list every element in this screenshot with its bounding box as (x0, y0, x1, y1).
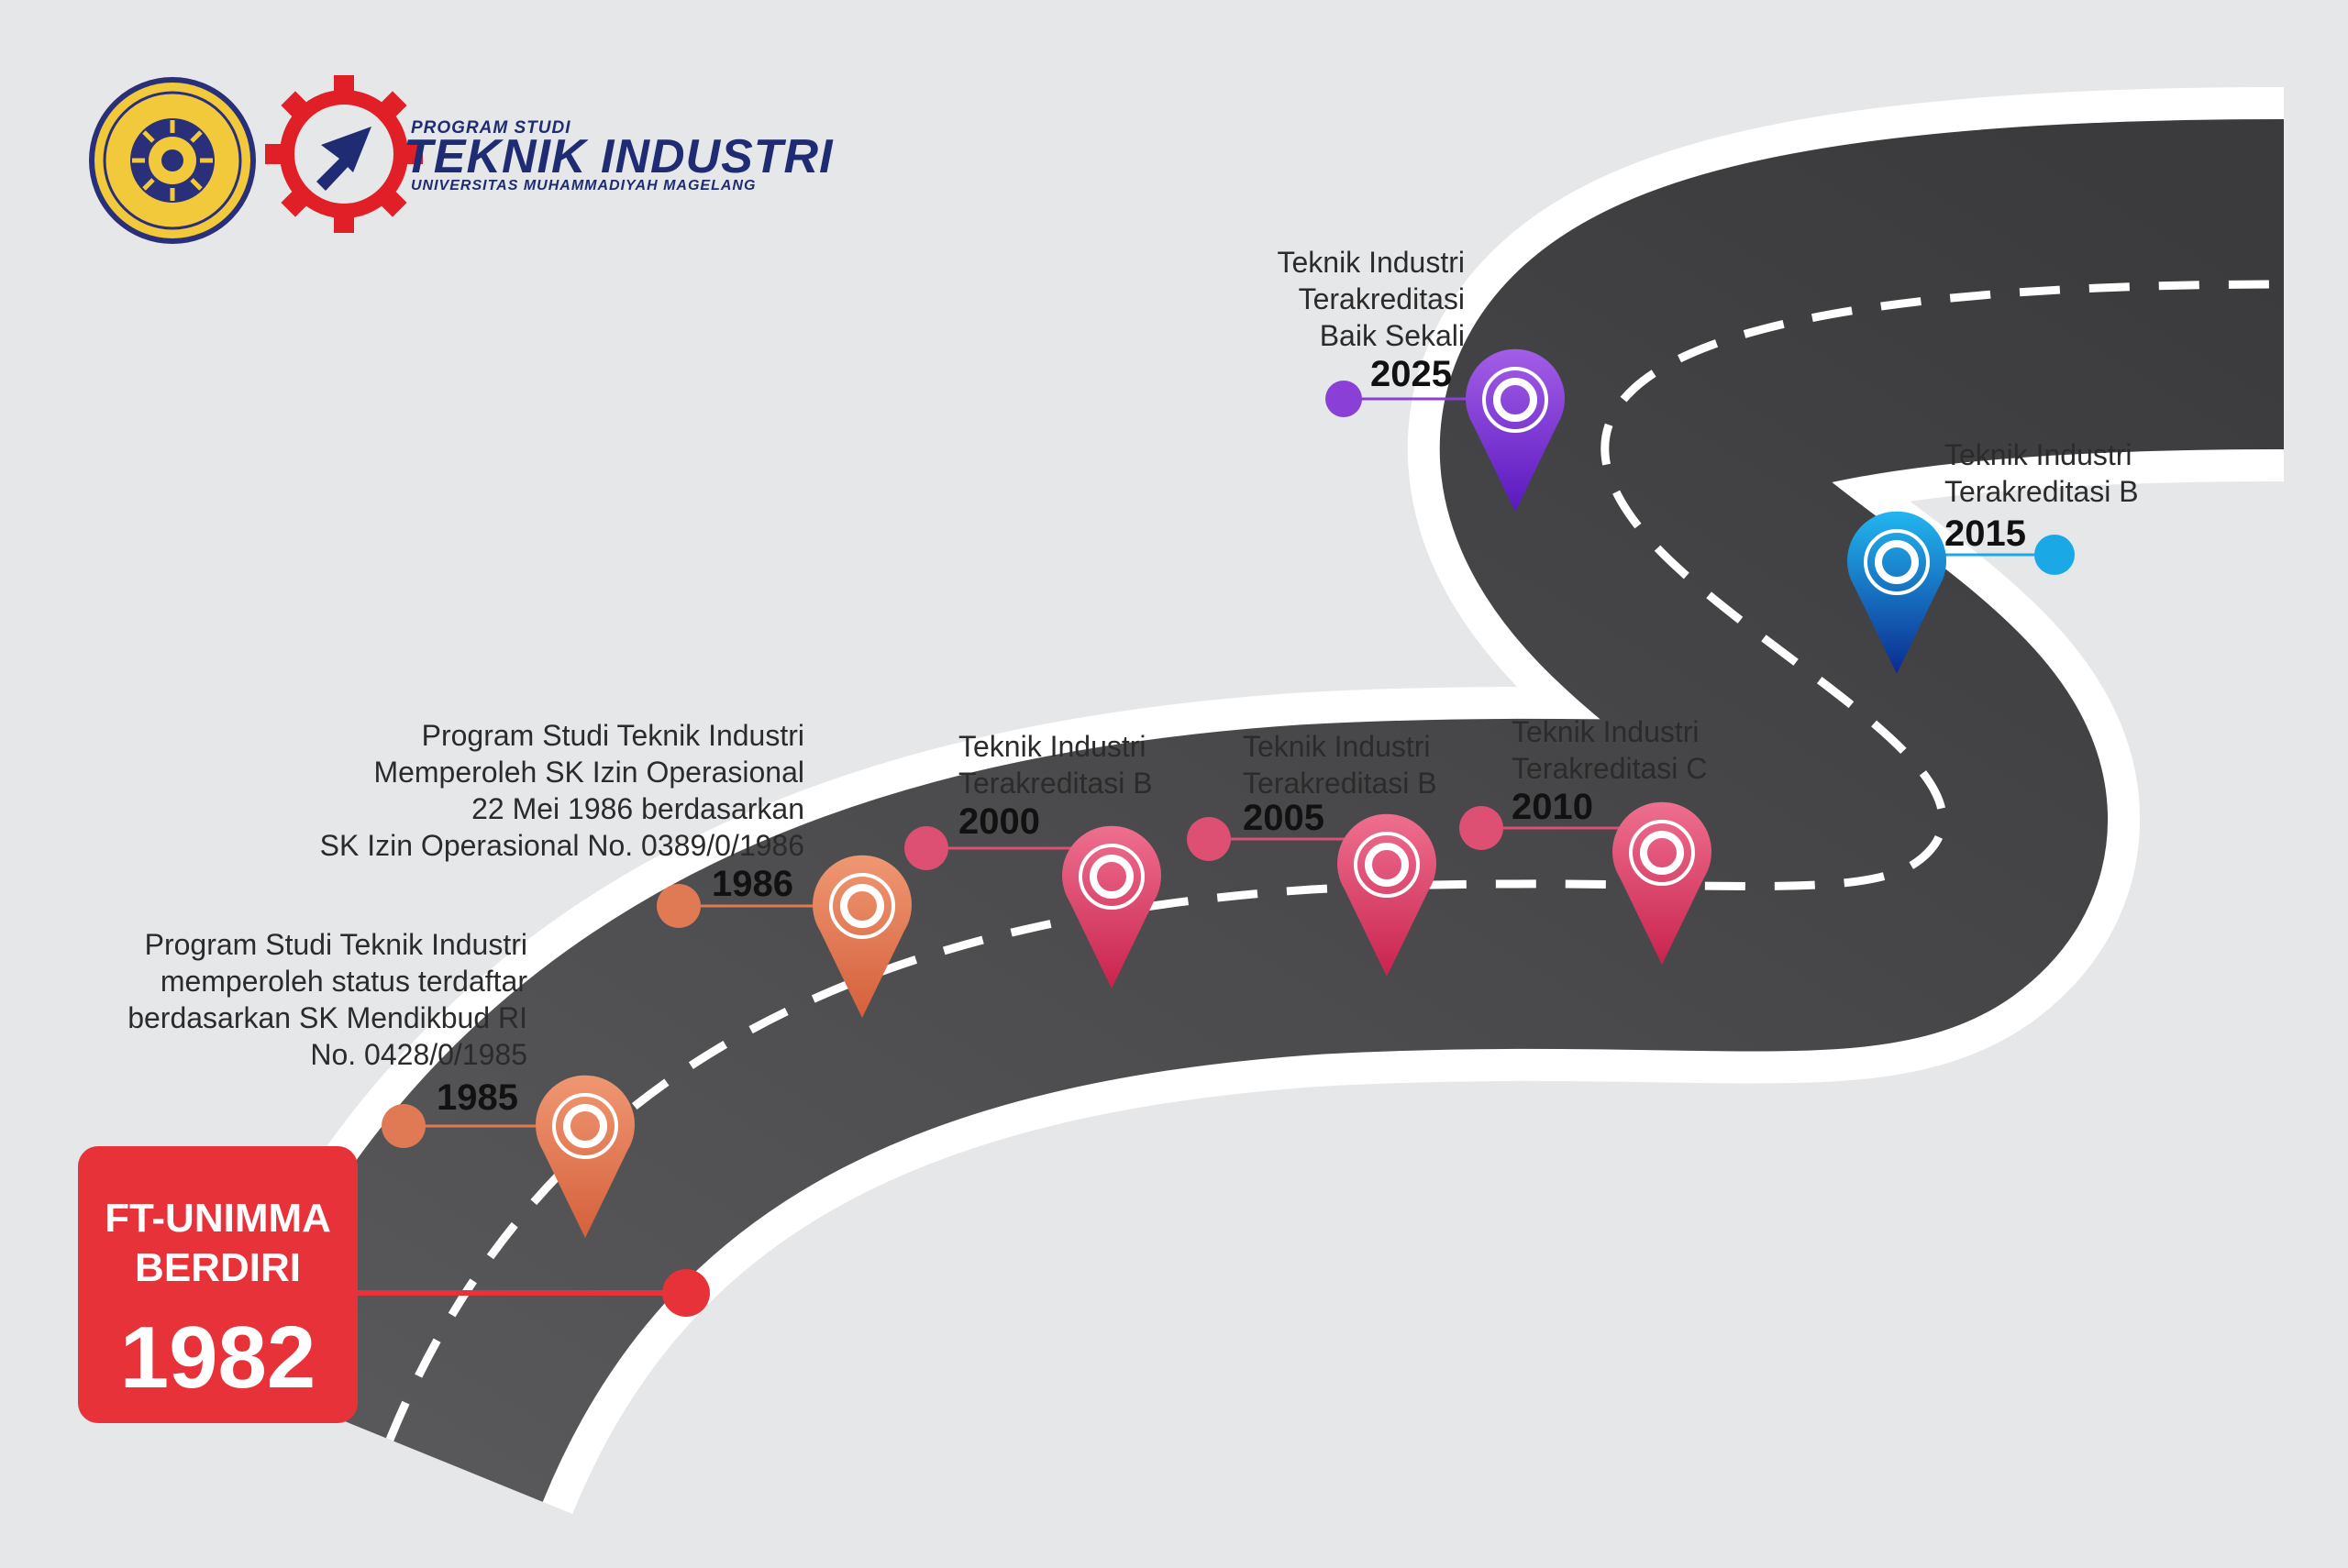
milestone-1985-line: No. 0428/0/1985 (310, 1038, 527, 1071)
milestone-2025-line: Terakreditasi (1298, 282, 1465, 315)
pin-2005-icon (1337, 813, 1436, 977)
milestone-1986-line: Memperoleh SK Izin Operasional (373, 756, 804, 789)
pin-2025-icon (1466, 348, 1565, 512)
university-seal-logo (89, 77, 256, 244)
milestone-2025-year: 2025 (1370, 354, 1452, 394)
milestone-connector-2005 (1187, 817, 1348, 861)
founding-line2: BERDIRI (135, 1245, 301, 1290)
milestone-connector-2010 (1459, 806, 1623, 850)
milestone-2000-line: Terakreditasi B (958, 767, 1153, 800)
milestone-2005-year: 2005 (1243, 798, 1324, 838)
milestone-2005-description: Teknik Industri Terakreditasi B (1243, 728, 1500, 801)
milestone-2005-line: Teknik Industri (1243, 730, 1431, 763)
milestone-2015-line: Terakreditasi B (1944, 475, 2139, 508)
logo-program-title: TEKNIK INDUSTRI (404, 130, 834, 183)
milestone-connector-2025 (1325, 381, 1477, 417)
milestone-2025-description: Teknik Industri Terakreditasi Baik Sekal… (1190, 244, 1465, 354)
founding-road-dot (662, 1269, 710, 1317)
milestone-2005-line: Terakreditasi B (1243, 767, 1437, 800)
milestone-2000-year: 2000 (958, 801, 1040, 842)
milestone-1986-year: 1986 (712, 864, 793, 904)
founding-box: FT-UNIMMA BERDIRI 1982 (78, 1146, 358, 1423)
milestone-connector-1985 (382, 1104, 550, 1148)
milestone-2015-description: Teknik Industri Terakreditasi B (1944, 436, 2201, 510)
milestone-1986-line: Program Studi Teknik Industri (421, 719, 804, 752)
milestone-1986-line: 22 Mei 1986 berdasarkan (471, 792, 804, 825)
pin-2010-icon (1612, 801, 1711, 965)
milestone-2015-line: Teknik Industri (1944, 438, 2132, 471)
milestone-1985-line: Program Studi Teknik Industri (144, 928, 527, 961)
milestone-1985-line: memperoleh status terdaftar (160, 965, 527, 998)
logo-program-small: PROGRAM STUDI (411, 118, 571, 138)
milestone-connector-2000 (904, 826, 1073, 870)
milestone-2000-line: Teknik Industri (958, 730, 1146, 763)
road-center-dashes (385, 280, 2285, 1441)
pin-1986-icon (813, 855, 912, 1018)
milestone-1985-line: berdasarkan SK Mendikbud RI (127, 1001, 527, 1034)
founding-year: 1982 (119, 1309, 316, 1407)
milestone-2010-description: Teknik Industri Terakreditasi C (1512, 713, 1768, 787)
gear-logo-icon (265, 75, 423, 233)
milestone-1986-line: SK Izin Operasional No. 0389/0/1986 (319, 829, 804, 862)
milestone-2025-line: Teknik Industri (1277, 246, 1465, 279)
logo-university-name: UNIVERSITAS MUHAMMADIYAH MAGELANG (411, 178, 757, 193)
founding-line1: FT-UNIMMA (105, 1196, 331, 1241)
pin-2000-icon (1062, 825, 1161, 988)
milestone-1985-year: 1985 (437, 1077, 518, 1118)
milestone-1986-description: Program Studi Teknik Industri Memperoleh… (217, 717, 804, 864)
milestone-connector-1986 (657, 884, 825, 928)
milestone-1985-description: Program Studi Teknik Industri memperoleh… (14, 926, 527, 1073)
milestone-2010-year: 2010 (1512, 787, 1593, 827)
milestone-2000-description: Teknik Industri Terakreditasi B (958, 728, 1215, 801)
milestone-2025-line: Baik Sekali (1319, 319, 1465, 352)
pin-2015-icon (1847, 511, 1946, 674)
pin-1985-icon (536, 1075, 635, 1238)
milestone-2015-year: 2015 (1944, 513, 2026, 554)
milestone-2010-line: Terakreditasi C (1512, 752, 1708, 785)
milestone-2010-line: Teknik Industri (1512, 715, 1700, 748)
